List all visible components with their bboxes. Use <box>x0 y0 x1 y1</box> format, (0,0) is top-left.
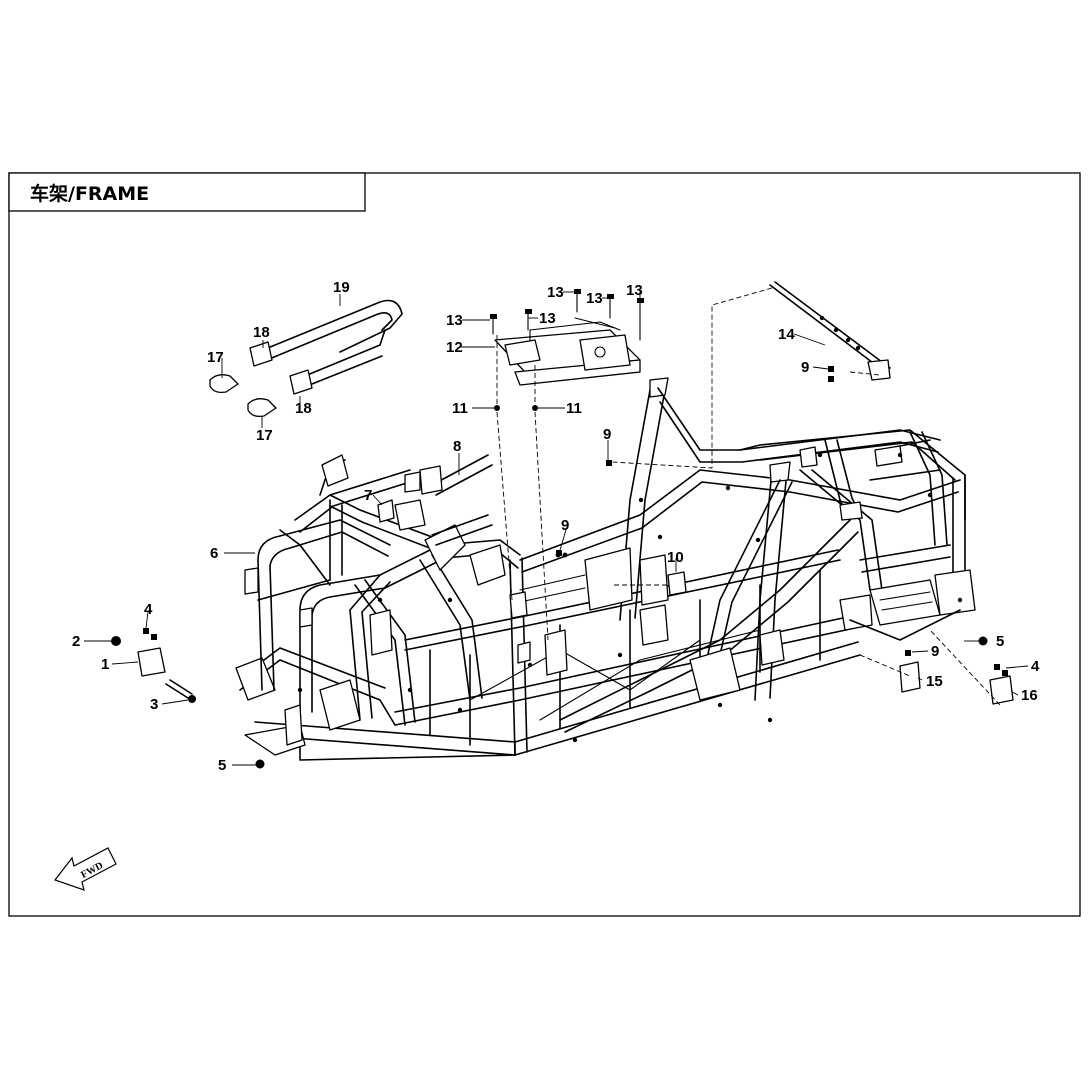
tube-8 <box>419 454 493 546</box>
callout-19: 19 <box>333 279 350 296</box>
bolt-9-group <box>556 366 911 656</box>
clamp-17b <box>247 398 277 418</box>
callout-10: 10 <box>667 549 684 566</box>
nut-5b <box>978 636 988 646</box>
callout-4a: 4 <box>144 601 153 618</box>
callout-11a: 11 <box>452 400 468 417</box>
fwd-arrow-icon: FWD <box>54 847 117 891</box>
callout-9c: 9 <box>561 517 569 534</box>
callout-9d: 9 <box>931 643 939 660</box>
callout-9a: 9 <box>801 359 809 376</box>
bolt-13-group <box>490 289 644 341</box>
callout-1: 1 <box>101 656 109 673</box>
nut-11a <box>494 405 500 411</box>
callout-8: 8 <box>453 438 461 455</box>
callout-18b: 18 <box>295 400 312 417</box>
leader-lines <box>84 290 1029 766</box>
clamp-17a <box>209 374 239 394</box>
rear-bar-14 <box>611 281 891 469</box>
callout-13e: 13 <box>626 282 643 299</box>
callout-14: 14 <box>778 326 795 343</box>
callout-17b: 17 <box>256 427 273 444</box>
callout-3: 3 <box>150 696 158 713</box>
callout-5a: 5 <box>218 757 226 774</box>
callout-13d: 13 <box>586 290 603 307</box>
sleeve-18b <box>289 369 313 395</box>
bracket-10 <box>667 571 687 596</box>
title-box <box>8 172 366 212</box>
mount-16-group <box>929 629 1014 706</box>
nut-11b <box>532 405 538 411</box>
grab-handle-19 <box>257 299 403 389</box>
callout-17a: 17 <box>207 349 224 366</box>
callout-13c: 13 <box>547 284 564 301</box>
bracket-15 <box>899 661 921 693</box>
callout-9b: 9 <box>603 426 611 443</box>
callout-16: 16 <box>1021 687 1038 704</box>
callout-15: 15 <box>926 673 943 690</box>
main-frame <box>235 377 976 761</box>
callout-6: 6 <box>210 545 218 562</box>
page-title: 车架/FRAME <box>30 182 149 205</box>
callout-7: 7 <box>364 487 372 504</box>
callout-13b: 13 <box>539 310 556 327</box>
callout-11b: 11 <box>566 400 582 417</box>
callout-18a: 18 <box>253 324 270 341</box>
sleeve-18a <box>249 341 273 367</box>
diagram-border <box>8 172 1081 917</box>
bracket-7 <box>377 499 395 523</box>
callout-13a: 13 <box>446 312 463 329</box>
callout-2: 2 <box>72 633 80 650</box>
callout-12: 12 <box>446 339 463 356</box>
mount-1-group <box>111 628 196 703</box>
callout-labels: 19 18 17 18 17 13 13 13 13 13 12 11 11 1… <box>72 279 1040 774</box>
callout-5b: 5 <box>996 633 1004 650</box>
callout-4b: 4 <box>1031 658 1040 675</box>
nut-5a <box>255 759 265 769</box>
seat-bracket-12 <box>494 317 641 386</box>
